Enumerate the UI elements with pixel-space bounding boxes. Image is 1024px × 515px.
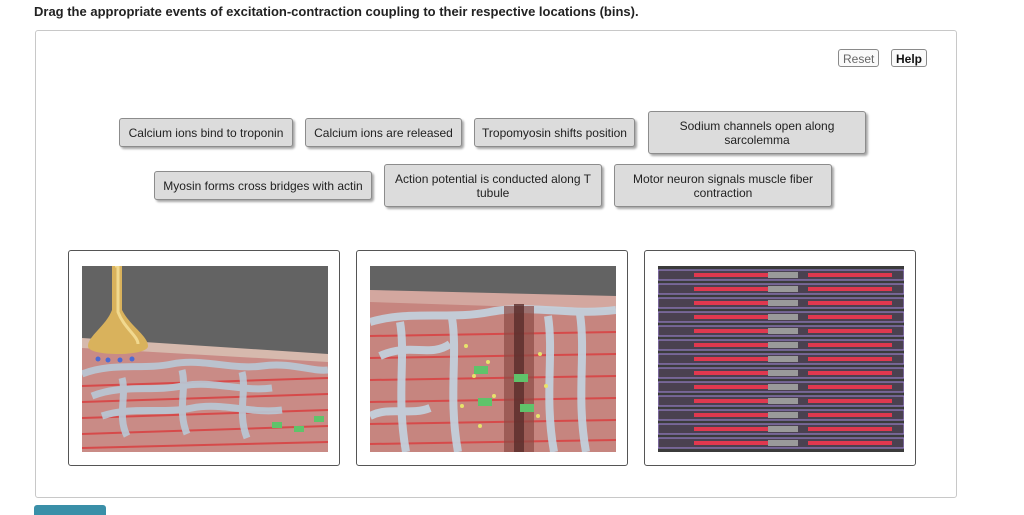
chip-tropomyosin-shifts[interactable]: Tropomyosin shifts position xyxy=(474,118,635,147)
chip-myosin-cross-bridges[interactable]: Myosin forms cross bridges with actin xyxy=(154,171,372,200)
chip-calcium-ions-bind[interactable]: Calcium ions bind to troponin xyxy=(119,118,293,147)
chip-motor-neuron[interactable]: Motor neuron signals muscle fiber contra… xyxy=(614,164,832,207)
sarcomere-myofilaments-image xyxy=(658,266,904,452)
help-button[interactable]: Help xyxy=(891,49,928,67)
chip-action-potential[interactable]: Action potential is conducted along T tu… xyxy=(384,164,602,207)
drop-bin-2[interactable] xyxy=(356,250,628,466)
drop-bin-1[interactable] xyxy=(68,250,340,466)
continue-button[interactable] xyxy=(34,505,106,515)
drop-bin-3[interactable] xyxy=(644,250,916,466)
neuromuscular-junction-image xyxy=(82,266,328,452)
instruction-text: Drag the appropriate events of excitatio… xyxy=(34,4,639,19)
chip-calcium-ions-released[interactable]: Calcium ions are released xyxy=(305,118,462,147)
t-tubule-sarcoplasmic-reticulum-image xyxy=(370,266,616,452)
chip-sodium-channels[interactable]: Sodium channels open along sarcolemma xyxy=(648,111,866,154)
reset-button[interactable]: Reset xyxy=(838,49,880,67)
